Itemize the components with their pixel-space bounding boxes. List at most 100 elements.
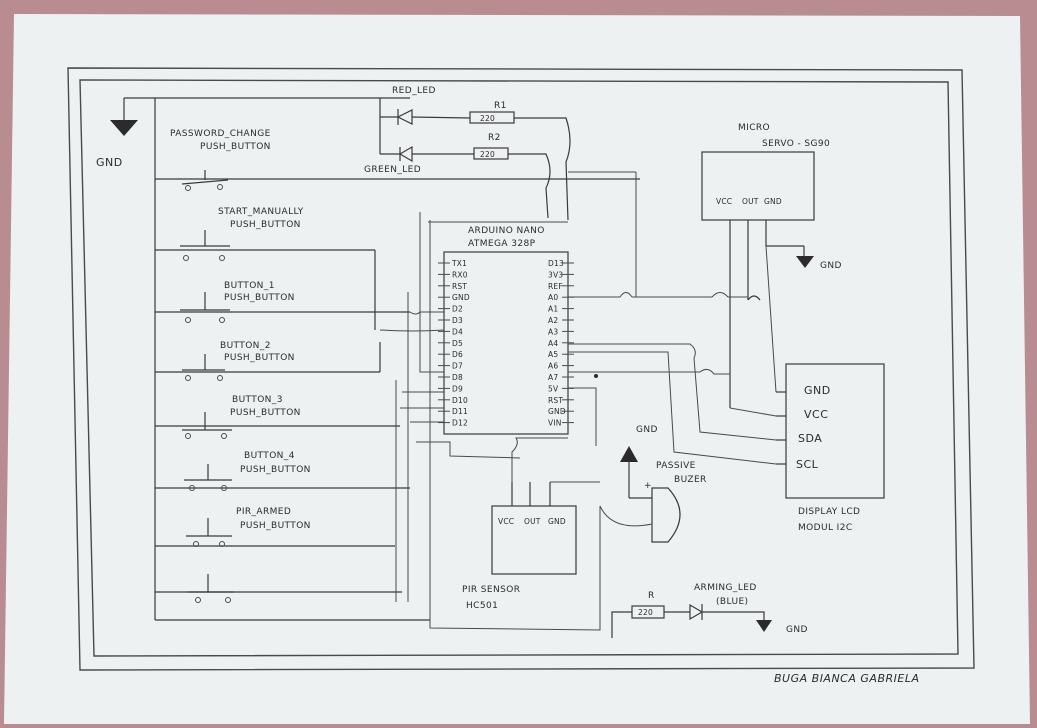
- button-5-label: BUTTON_3: [232, 395, 283, 405]
- buzzer-plus: +: [644, 481, 652, 491]
- arduino-pin-d4: D4: [452, 327, 463, 336]
- button-3-sublabel: PUSH_BUTTON: [224, 293, 295, 303]
- arduino-pin-d10: D10: [452, 396, 468, 405]
- servo-pin-vcc: VCC: [716, 197, 732, 206]
- gnd-left-label: GND: [96, 156, 123, 169]
- arduino-pin-ref: REF: [548, 282, 563, 291]
- arduino-pin-gnd: GND: [452, 293, 470, 302]
- green-led: GREEN_LED R2 220: [364, 133, 551, 219]
- arming-r-value: 220: [638, 608, 653, 617]
- pir-title: PIR SENSOR: [462, 585, 520, 595]
- button-8: [155, 574, 402, 603]
- arduino-pin-rst: RST: [548, 396, 563, 405]
- arduino-pin-a0: A0: [548, 293, 558, 302]
- button-3-label: BUTTON_1: [224, 281, 275, 291]
- arduino-pin-d2: D2: [452, 305, 463, 314]
- servo-pin-out: OUT: [742, 197, 759, 206]
- pir-pin-vcc: VCC: [498, 517, 514, 526]
- button-2-label: START_MANUALLY: [218, 207, 304, 217]
- inner-frame: [79, 79, 959, 657]
- gnd-left: GND: [96, 97, 410, 620]
- servo-pin-gnd: GND: [764, 197, 782, 206]
- buzzer-gnd-label: GND: [636, 425, 658, 435]
- pir-sensor: VCC OUT GND PIR SENSOR HC501: [462, 437, 600, 611]
- schematic-sheet: GND PASSWORD_CHANGE PUSH_BUTTON START_MA…: [0, 12, 1037, 724]
- arduino-pin-3v3: 3V3: [548, 270, 563, 279]
- lcd-pin-scl: SCL: [796, 458, 819, 471]
- r2-label: R2: [488, 133, 501, 143]
- paper: [4, 14, 1030, 724]
- button-3: BUTTON_1 PUSH_BUTTON: [155, 281, 410, 323]
- servo-subtitle: SERVO - SG90: [762, 139, 830, 149]
- red-led: RED_LED R1 220: [379, 86, 571, 221]
- lcd-subtitle: MODUL I2C: [798, 523, 853, 533]
- arduino-pin-a1: A1: [548, 305, 558, 314]
- arduino-pin-d3: D3: [452, 316, 463, 325]
- button-7-pir-armed: PIR_ARMED PUSH_BUTTON: [155, 507, 395, 547]
- arduino-pin-d12: D12: [452, 419, 468, 428]
- button-5-sublabel: PUSH_BUTTON: [230, 408, 301, 418]
- arming-gnd-label: GND: [786, 625, 808, 635]
- pir-pin-out: OUT: [524, 517, 541, 526]
- button-wires: [379, 212, 601, 631]
- arduino-pin-rst: RST: [452, 282, 467, 291]
- arduino-pin-a5: A5: [548, 350, 558, 359]
- servo-title: MICRO: [738, 123, 770, 133]
- arming-title: ARMING_LED: [694, 583, 757, 593]
- display-lcd: GND VCC SDA SCL DISPLAY LCD MODUL I2C: [568, 245, 885, 533]
- micro-servo: MICRO SERVO - SG90 VCC OUT GND GND: [568, 123, 842, 408]
- button-7-label: PIR_ARMED: [236, 507, 291, 517]
- buzzer-subtitle: BUZER: [674, 475, 707, 485]
- buzzer-title: PASSIVE: [656, 461, 696, 471]
- arduino-subtitle: ATMEGA 328P: [468, 239, 536, 249]
- outer-frame: [67, 67, 975, 671]
- arduino-pin-vin: VIN: [548, 419, 562, 428]
- button-2-sublabel: PUSH_BUTTON: [230, 220, 301, 230]
- author-signature: BUGA BIANCA GABRIELA: [774, 672, 919, 685]
- r1-value: 220: [480, 114, 495, 123]
- arduino-pin-tx1: TX1: [451, 259, 467, 268]
- arming-subtitle: (BLUE): [716, 597, 748, 607]
- button-6-sublabel: PUSH_BUTTON: [240, 465, 311, 475]
- button-2-start-manually: START_MANUALLY PUSH_BUTTON: [155, 207, 376, 330]
- button-4-sublabel: PUSH_BUTTON: [224, 353, 295, 363]
- arduino-pin-d13: D13: [548, 259, 564, 268]
- r2-value: 220: [480, 150, 495, 159]
- button-4-label: BUTTON_2: [220, 341, 271, 351]
- arduino-nano: ARDUINO NANO ATMEGA 328P TX1RX0RSTGNDD2D…: [428, 221, 574, 435]
- button-1-password-change: PASSWORD_CHANGE PUSH_BUTTON: [155, 129, 640, 191]
- r1-label: R1: [494, 101, 507, 111]
- lcd-title: DISPLAY LCD: [798, 507, 860, 517]
- pir-pin-gnd: GND: [548, 517, 566, 526]
- button-1-label: PASSWORD_CHANGE: [170, 129, 271, 139]
- button-5: BUTTON_3 PUSH_BUTTON: [155, 395, 400, 439]
- lcd-pin-sda: SDA: [798, 432, 822, 445]
- servo-gnd-label: GND: [820, 261, 842, 271]
- arduino-pin-a7: A7: [548, 373, 558, 382]
- arduino-pin-d11: D11: [452, 407, 468, 416]
- pir-subtitle: HC501: [466, 601, 498, 611]
- arduino-pin-d5: D5: [452, 339, 463, 348]
- red-led-label: RED_LED: [392, 86, 436, 96]
- arduino-title: ARDUINO NANO: [468, 226, 545, 236]
- arduino-pin-a2: A2: [548, 316, 558, 325]
- arduino-pin-5v: 5V: [548, 384, 559, 393]
- lcd-pin-vcc: VCC: [804, 408, 828, 421]
- button-7-sublabel: PUSH_BUTTON: [240, 521, 311, 531]
- arming-led: R 220 GND ARMING_LED (BLUE): [611, 583, 808, 638]
- arduino-pin-a6: A6: [548, 362, 558, 371]
- schematic-diagram: GND PASSWORD_CHANGE PUSH_BUTTON START_MA…: [4, 14, 1030, 724]
- button-6-label: BUTTON_4: [244, 451, 295, 461]
- arduino-pin-d9: D9: [452, 384, 463, 393]
- lcd-pin-gnd: GND: [804, 384, 831, 397]
- green-led-label: GREEN_LED: [364, 165, 421, 175]
- arduino-pin-a4: A4: [548, 339, 558, 348]
- arduino-pin-d7: D7: [452, 362, 463, 371]
- arduino-pin-d8: D8: [452, 373, 463, 382]
- arduino-pin-rx0: RX0: [452, 270, 468, 279]
- button-6: BUTTON_4 PUSH_BUTTON: [155, 451, 410, 491]
- arduino-pin-d6: D6: [452, 350, 463, 359]
- arduino-pin-a3: A3: [548, 327, 558, 336]
